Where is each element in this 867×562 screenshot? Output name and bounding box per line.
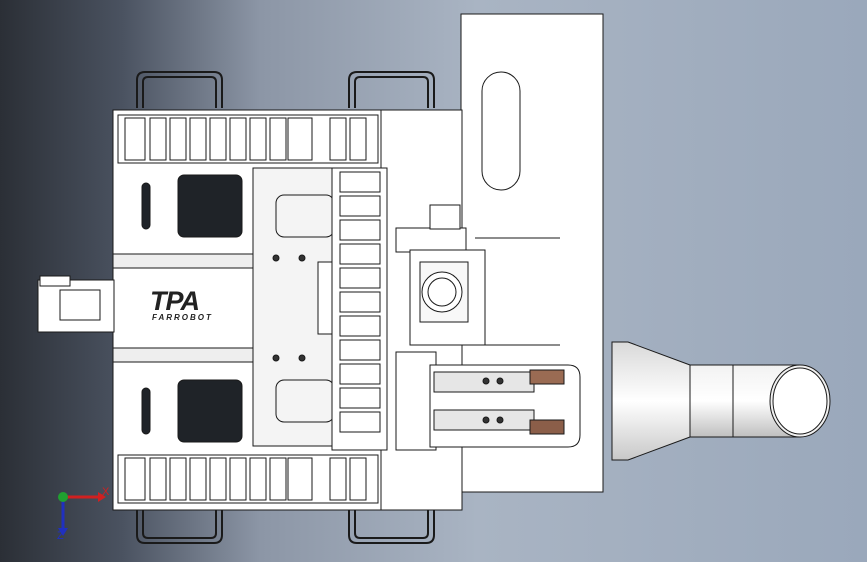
top-cable-chain <box>149 117 367 161</box>
joint-bracket <box>395 227 467 253</box>
bottom-cable-chain <box>149 457 367 501</box>
nozzle-cone <box>611 341 691 461</box>
window-lower <box>177 379 243 443</box>
axis-z-label: Z <box>57 530 64 542</box>
logo-text: TPA <box>150 286 200 316</box>
axis-triad <box>58 492 106 536</box>
window-upper <box>177 174 243 238</box>
logo-subtext: FARROBOT <box>152 313 213 322</box>
motor-body <box>37 279 115 333</box>
handle-top-left <box>136 71 223 108</box>
axis-x-label: X <box>102 486 110 498</box>
plate-slot <box>481 71 521 191</box>
handle-top-right <box>348 71 435 108</box>
handle-bottom-right <box>348 505 435 544</box>
handle-bottom-left <box>136 505 223 544</box>
